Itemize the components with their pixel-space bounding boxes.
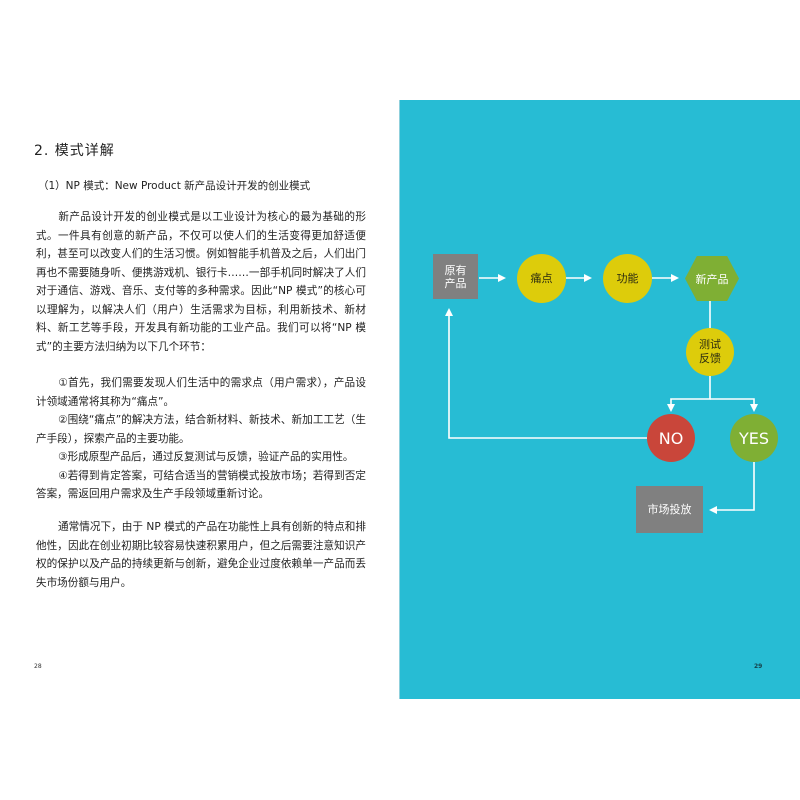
step-item: ④若得到肯定答案，可结合适当的营销模式投放市场；若得到否定答案，需返回用户需求及… — [36, 467, 366, 504]
steps-list: ①首先，我们需要发现人们生活中的需求点（用户需求），产品设计领域通常将其称为“痛… — [36, 374, 366, 504]
section-title: 2. 模式详解 — [34, 143, 115, 159]
step-3-text: ③形成原型产品后，通过反复测试与反馈，验证产品的实用性。 — [58, 451, 354, 463]
subsection-title: （1）NP 模式：New Product 新产品设计开发的创业模式 — [38, 180, 311, 192]
page-number-left: 28 — [34, 663, 42, 670]
step-4-text: ④若得到肯定答案，可结合适当的营销模式投放市场；若得到否定答案，需返回用户需求及… — [36, 469, 366, 501]
node-no: NO — [647, 414, 695, 462]
conclusion-paragraph: 通常情况下，由于 NP 模式的产品在功能性上具有创新的特点和排他性，因此在创业初… — [36, 518, 366, 592]
right-page-diagram-panel — [399, 100, 800, 699]
step-item: ①首先，我们需要发现人们生活中的需求点（用户需求），产品设计领域通常将其称为“痛… — [36, 374, 366, 411]
step-item: ③形成原型产品后，通过反复测试与反馈，验证产品的实用性。 — [36, 448, 366, 467]
step-2-text: ②围绕“痛点”的解决方法，结合新材料、新技术、新加工工艺（生产手段），探索产品的… — [36, 414, 366, 445]
node-function: 功能 — [603, 254, 652, 303]
step-item: ②围绕“痛点”的解决方法，结合新材料、新技术、新加工工艺（生产手段），探索产品的… — [36, 411, 366, 448]
node-new-product: 新产品 — [685, 256, 739, 301]
node-market-launch: 市场投放 — [636, 486, 703, 533]
intro-paragraph-text: 新产品设计开发的创业模式是以工业设计为核心的最为基础的形式。一件具有创意的新产品… — [36, 211, 366, 353]
node-yes: YES — [730, 414, 778, 462]
conclusion-paragraph-text: 通常情况下，由于 NP 模式的产品在功能性上具有创新的特点和排他性，因此在创业初… — [36, 521, 366, 589]
node-pain-point: 痛点 — [517, 254, 566, 303]
page-number-right: 29 — [754, 663, 763, 670]
left-page: 2. 模式详解 （1）NP 模式：New Product 新产品设计开发的创业模… — [0, 0, 399, 800]
node-original-product: 原有 产品 — [433, 254, 478, 299]
intro-paragraph: 新产品设计开发的创业模式是以工业设计为核心的最为基础的形式。一件具有创意的新产品… — [36, 208, 366, 356]
node-test-feedback: 测试 反馈 — [686, 328, 734, 376]
step-1-text: ①首先，我们需要发现人们生活中的需求点（用户需求），产品设计领域通常将其称为“痛… — [36, 377, 366, 408]
